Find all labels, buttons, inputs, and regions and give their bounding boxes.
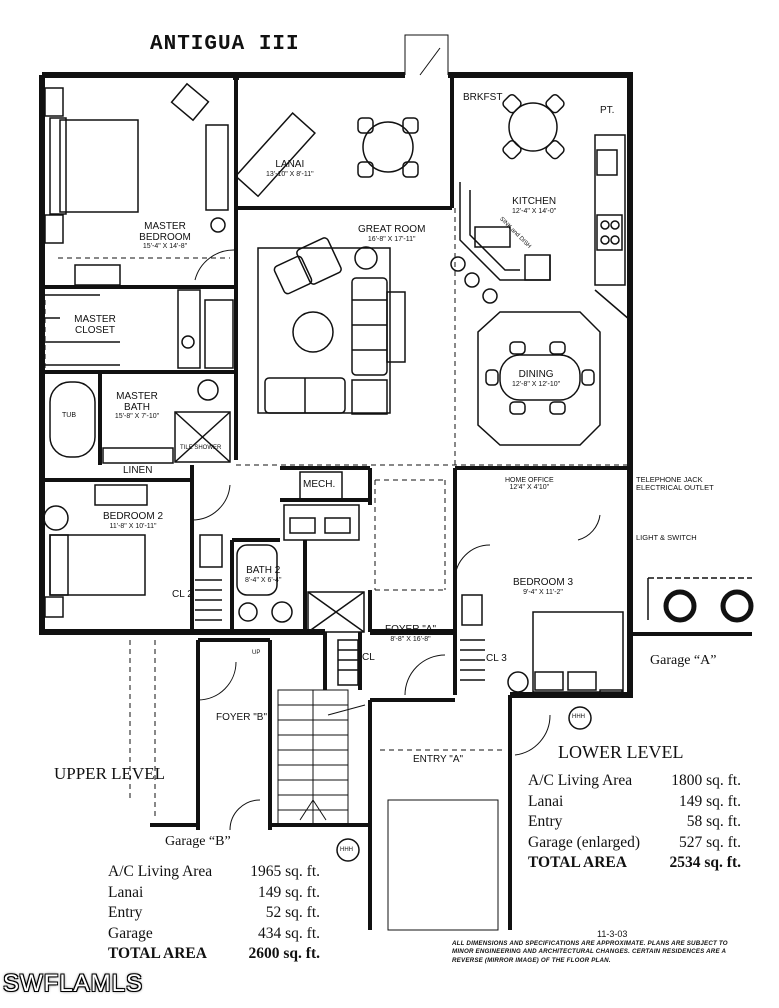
label-shower: TILE SHOWER xyxy=(180,445,222,451)
label-linen: LINEN xyxy=(123,465,153,476)
label-foyer-a: FOYER "A"8'-8" X 16'-8" xyxy=(385,624,436,643)
interior-walls xyxy=(42,75,752,930)
bedroom3-furniture xyxy=(460,594,624,697)
label-mech: MECH. xyxy=(303,479,336,490)
label-entry-a: ENTRY "A" xyxy=(413,754,464,765)
label-cl-2: CL 2 xyxy=(172,589,193,600)
lower-level-label: LOWER LEVEL xyxy=(558,742,684,762)
label-cl-3: CL 3 xyxy=(486,653,507,664)
plan-title: ANTIGUA III xyxy=(150,33,300,56)
label-telephone-jack: TELEPHONE JACK ELECTRICAL OUTLET xyxy=(636,475,714,493)
garage-a-area xyxy=(387,577,754,931)
master-bedroom-furniture xyxy=(44,82,229,286)
label-hhh-b: HHH xyxy=(340,847,353,853)
dashed-lines xyxy=(44,208,630,820)
disclaimer-note: ALL DIMENSIONS AND SPECIFICATIONS ARE AP… xyxy=(452,940,728,964)
label-up: UP xyxy=(252,650,261,656)
label-cl: CL xyxy=(362,652,375,663)
stairs xyxy=(277,689,366,826)
lanai-furniture xyxy=(234,111,419,198)
watermark: SWFLAMLS xyxy=(3,970,144,997)
hhh-circle-b xyxy=(336,838,360,862)
dining-furniture xyxy=(477,311,601,446)
label-pt: PT. xyxy=(600,105,615,116)
label-brkfst: BRKFST xyxy=(463,92,503,103)
label-hhh-a: HHH xyxy=(572,714,585,720)
label-garage-b: Garage “B” xyxy=(165,834,231,849)
windows xyxy=(39,72,633,631)
exterior-walls xyxy=(39,72,633,698)
label-master-closet: MASTER CLOSET xyxy=(60,314,130,336)
kitchen-fixtures xyxy=(450,94,631,321)
upper-level-label: UPPER LEVEL xyxy=(54,764,165,783)
label-light-switch: LIGHT & SWITCH xyxy=(636,533,697,542)
label-foyer-b: FOYER "B" xyxy=(216,712,267,723)
area-row: Garage (enlarged)527 sq. ft. xyxy=(528,833,741,851)
bath2-fixtures xyxy=(236,471,365,686)
doors xyxy=(191,34,601,831)
label-garage-a: Garage “A” xyxy=(650,653,717,668)
label-tub: TUB xyxy=(62,412,76,419)
great-room-furniture xyxy=(257,237,406,415)
plan-date: 11-3-03 xyxy=(597,929,628,939)
bedroom2-furniture xyxy=(43,484,223,621)
